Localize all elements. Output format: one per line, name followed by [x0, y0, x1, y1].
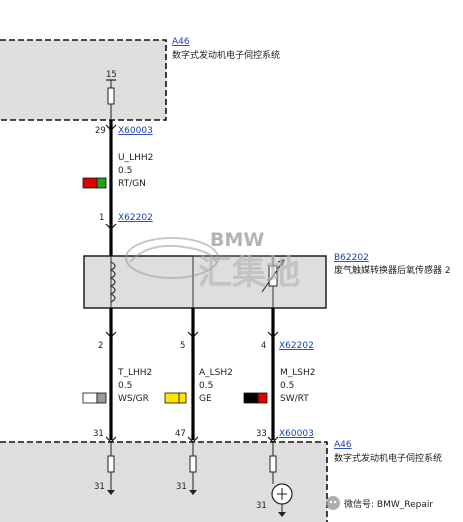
resistor-bottom-symbol	[189, 442, 197, 495]
ecu-top-box	[0, 39, 167, 121]
resistor-bottom-symbol	[269, 442, 277, 484]
wires-lower	[109, 308, 275, 440]
wire-lower-name: A_LSH2	[199, 368, 233, 378]
wire-top-swatch	[82, 177, 107, 189]
sensor-box	[83, 255, 327, 309]
connector-lower-chevron	[267, 331, 279, 338]
wire-lower-color-code: SW/RT	[280, 394, 309, 404]
connector-mid-chevron	[105, 223, 117, 230]
wechat-icon	[326, 496, 340, 510]
connector-bottom-pin: 47	[175, 429, 186, 439]
watermark-brand: BMW	[210, 229, 264, 251]
ecu-top-id[interactable]: A46	[172, 37, 190, 47]
ground-pin: 31	[94, 482, 105, 492]
wire-top-size: 0.5	[118, 166, 132, 176]
resistor-bottom-symbol	[107, 442, 115, 495]
connector-lower-chevron	[187, 331, 199, 338]
wire-lower-name: M_LSH2	[280, 368, 316, 378]
wire-lower-color-code: WS/GR	[118, 394, 149, 404]
ecu-top-name: 数字式发动机电子伺控系统	[172, 49, 280, 61]
ground-pin: 31	[176, 482, 187, 492]
connector-bottom-pin: 31	[93, 429, 104, 439]
connector-mid-id[interactable]: X62202	[118, 213, 153, 223]
wire-lower-name: T_LHH2	[117, 368, 152, 378]
connector-top-pin: 29	[95, 126, 106, 136]
variable-resistor-symbol	[261, 259, 285, 293]
connector-bottom-id[interactable]: X60003	[279, 429, 314, 439]
watermark-logo	[125, 237, 219, 279]
wire-top-color-code: RT/GN	[118, 179, 146, 189]
wire-top-name: U_LHH2	[118, 153, 153, 163]
connector-mid-pin: 1	[99, 213, 104, 223]
voltage-source-icon	[271, 483, 293, 517]
resistor-top-symbol	[106, 79, 116, 120]
connector-lower-pin: 2	[98, 341, 103, 351]
ground-pin: 31	[256, 501, 267, 511]
footer-text: 微信号: BMW_Repair	[344, 498, 433, 510]
wire-lower-size: 0.5	[199, 381, 213, 391]
wire-lower-size: 0.5	[280, 381, 294, 391]
ecu-bottom-box	[0, 441, 328, 522]
wire-lower-swatch	[164, 392, 187, 404]
wire-lower-swatch	[243, 392, 268, 404]
connector-lower-pin: 4	[261, 341, 266, 351]
ecu-bottom-id[interactable]: A46	[334, 440, 352, 450]
connector-top-id[interactable]: X60003	[118, 126, 153, 136]
wire-lower-size: 0.5	[118, 381, 132, 391]
connector-lower-id[interactable]: X62202	[279, 341, 314, 351]
ecu-bottom-name: 数字式发动机电子伺控系统	[334, 452, 442, 464]
heater-coil-symbol	[109, 261, 116, 303]
watermark-text: 汇集地	[198, 253, 300, 293]
connector-bottom-pin: 33	[256, 429, 267, 439]
wire-lower-swatch	[82, 392, 107, 404]
sensor-id[interactable]: B62202	[334, 253, 369, 263]
sensor-name: 废气触媒转换器后氧传感器 2	[334, 264, 451, 276]
wire-lower-color-code: GE	[199, 394, 212, 404]
ecu-top-pin: 15	[106, 70, 117, 80]
connector-lower-pin: 5	[180, 341, 185, 351]
connector-lower-chevron	[105, 331, 117, 338]
